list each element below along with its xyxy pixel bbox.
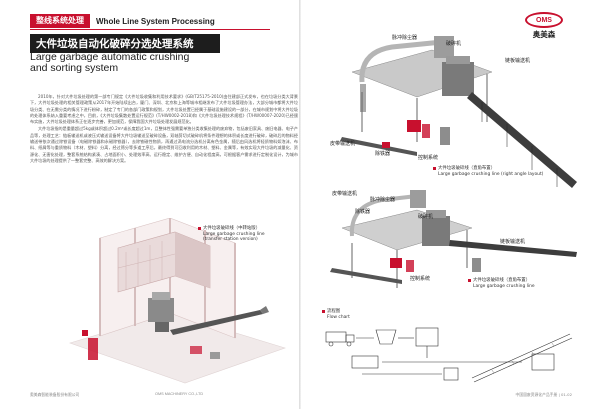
caption-transfer-en: Large garbage crushing line bbox=[203, 231, 265, 237]
label-top-belt: 皮带输送机 bbox=[330, 141, 356, 147]
caption-bullet bbox=[468, 279, 471, 282]
section-tag-cn: 整线系统处理 bbox=[30, 14, 90, 28]
label-top-dust: 脉冲除尘器 bbox=[392, 35, 418, 41]
page-title-cn: 大件垃圾自动化破碎分选处理系统 bbox=[30, 34, 220, 53]
title-en-line2: and sorting system bbox=[30, 62, 119, 74]
transfer-station-illustration bbox=[69, 218, 286, 384]
section-tag: 整线系统处理 Whole Line System Processing bbox=[30, 14, 215, 28]
straight-line-illustration bbox=[330, 190, 577, 288]
footer-page-info: 中国固废资源化产品手册 | 01-02 bbox=[515, 392, 573, 397]
company-logo: OMS 奥美森 bbox=[525, 12, 563, 40]
label-mid-control: 控制系统 bbox=[410, 276, 431, 282]
page-gutter bbox=[299, 0, 301, 409]
caption-bullet bbox=[433, 167, 436, 170]
label-mid-iron: 除铁器 bbox=[355, 209, 371, 215]
footer-company-cn: 奥美森智能装备股份有限公司 bbox=[30, 392, 80, 397]
label-top-chain: 链板输送机 bbox=[505, 58, 531, 64]
logo-mark: OMS bbox=[525, 12, 563, 28]
paragraph-1: 2010年，针对大件垃圾处理的第一部专门规定《大件垃圾收集和利用技术要求》(GB… bbox=[30, 94, 298, 125]
footer-company-en: OMS MACHINERY CO.,LTD bbox=[155, 392, 204, 396]
logo-name: 奥美森 bbox=[532, 30, 556, 39]
label-top-iron: 除铁器 bbox=[375, 151, 391, 157]
caption-bullet bbox=[322, 310, 325, 313]
label-mid-crusher: 破碎机 bbox=[418, 214, 434, 220]
caption-flow-chart: 流程图 Flow chart bbox=[322, 309, 382, 320]
section-divider bbox=[30, 29, 270, 30]
label-mid-chain: 链板输送机 bbox=[500, 239, 526, 245]
label-top-crusher: 破碎机 bbox=[446, 41, 462, 47]
label-mid-dust: 脉冲除尘器 bbox=[370, 197, 396, 203]
caption-right-angle-cn: 大件垃圾破碎线（直角布置） bbox=[438, 166, 496, 171]
caption-flow-cn: 流程图 bbox=[327, 309, 341, 314]
caption-straight-line: 大件垃圾破碎线（直角布置） Large garbage crushing lin… bbox=[468, 278, 588, 289]
caption-straight-cn: 大件垃圾破碎线（直角布置） bbox=[473, 278, 531, 283]
process-flow-chart bbox=[325, 327, 573, 383]
caption-transfer-en2: (transfer station version) bbox=[203, 237, 258, 242]
paragraph-2: 大件垃圾指的是重量超过5kg或体积超过0.2m³或长度超过1m，且整体性强需要单… bbox=[30, 126, 298, 163]
caption-transfer-cn: 大件垃圾破碎线（中转站版） bbox=[203, 226, 261, 231]
label-top-control: 控制系统 bbox=[418, 155, 439, 161]
caption-straight-en: Large garbage crushing line bbox=[473, 283, 535, 289]
caption-transfer-station: 大件垃圾破碎线（中转站版） Large garbage crushing lin… bbox=[198, 226, 288, 243]
caption-bullet bbox=[198, 227, 201, 230]
page-title-en: Large garbage automatic crushing and sor… bbox=[30, 52, 260, 74]
caption-right-angle-en: Large garbage crushing line (right angle… bbox=[438, 171, 544, 177]
caption-right-angle: 大件垃圾破碎线（直角布置） Large garbage crushing lin… bbox=[433, 166, 583, 177]
right-angle-line-illustration bbox=[340, 36, 577, 188]
section-tag-en: Whole Line System Processing bbox=[96, 16, 215, 26]
caption-flow-en: Flow chart bbox=[327, 314, 350, 320]
title-en-line1: Large garbage automatic crushing bbox=[30, 51, 190, 63]
label-mid-belt: 皮带输送机 bbox=[332, 191, 358, 197]
body-text: 2010年，针对大件垃圾处理的第一部专门规定《大件垃圾收集和利用技术要求》(GB… bbox=[30, 94, 298, 165]
